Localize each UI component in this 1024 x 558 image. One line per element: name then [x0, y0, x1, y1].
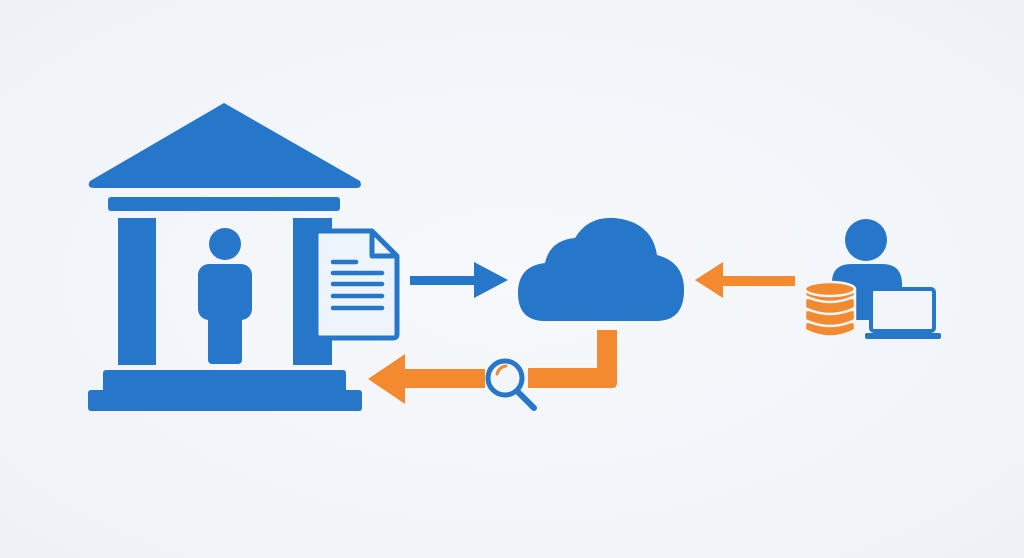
arrow-right-icon [410, 262, 508, 298]
laptop-icon [865, 287, 941, 339]
person-icon [198, 228, 252, 364]
database-icon [803, 280, 857, 338]
arrow-left-icon [695, 262, 795, 298]
magnifier-icon [485, 358, 537, 411]
document-icon [313, 228, 400, 341]
return-arrow [368, 330, 617, 404]
cloud-icon [518, 217, 684, 321]
